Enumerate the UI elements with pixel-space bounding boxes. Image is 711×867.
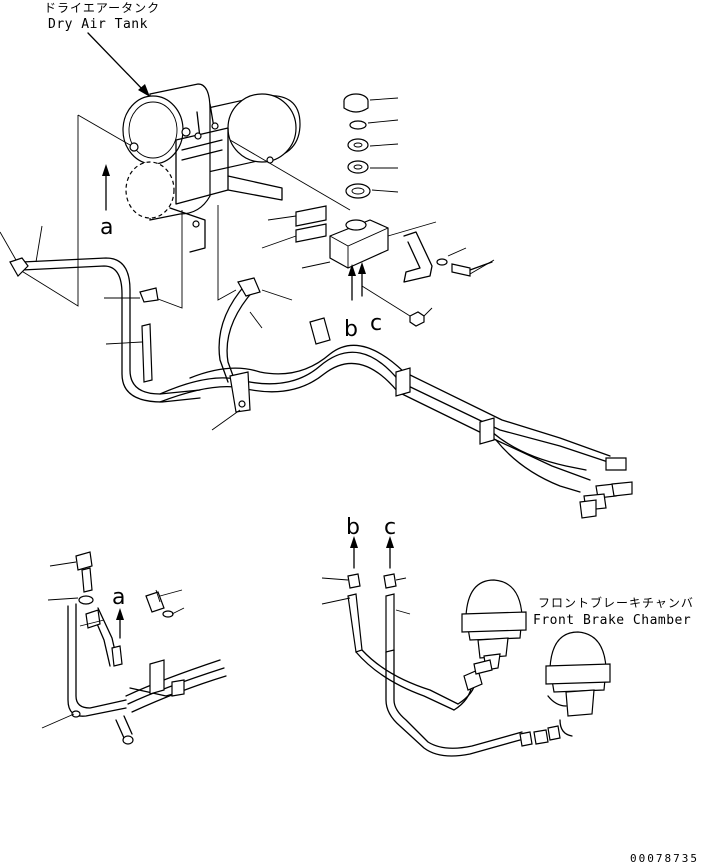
ref-b-label-top: b xyxy=(344,317,358,342)
dry-air-tank-arrowhead xyxy=(138,84,150,97)
bracket-bolt-group xyxy=(403,231,495,327)
valve-parts-stack xyxy=(301,93,437,269)
assembly-guide-lines xyxy=(19,114,351,309)
ref-c-arrowhead-detail xyxy=(386,536,394,548)
hose-harness-main xyxy=(0,225,633,519)
ref-a-label-top: a xyxy=(100,215,113,240)
ref-a-label-detail: a xyxy=(112,585,125,610)
front-brake-chamber-detail xyxy=(321,573,611,757)
dry-air-tank-label-en: Dry Air Tank xyxy=(48,17,148,32)
ref-b-arrowhead-detail xyxy=(350,536,358,548)
dry-air-tank xyxy=(122,83,301,253)
ref-b-arrowhead-top xyxy=(348,264,356,276)
dry-air-tank-label-jp: ドライエアータンク xyxy=(44,1,160,15)
front-brake-chamber-label-en: Front Brake Chamber xyxy=(533,613,691,628)
detail-lower-left xyxy=(41,551,227,745)
ref-c-arrowhead-top xyxy=(358,262,366,274)
front-brake-chamber-label-jp: フロントブレーキチャンバ xyxy=(538,595,694,610)
ref-c-label-top: c xyxy=(370,311,382,336)
ref-c-label-detail: c xyxy=(384,515,396,540)
dry-air-tank-leader xyxy=(87,32,146,93)
ref-a-arrowhead-detail xyxy=(116,608,124,620)
label-plates xyxy=(261,205,327,249)
ref-a-arrowhead xyxy=(102,164,110,176)
drawing-code: 00078735 xyxy=(630,852,699,865)
ref-b-label-detail: b xyxy=(346,515,360,540)
